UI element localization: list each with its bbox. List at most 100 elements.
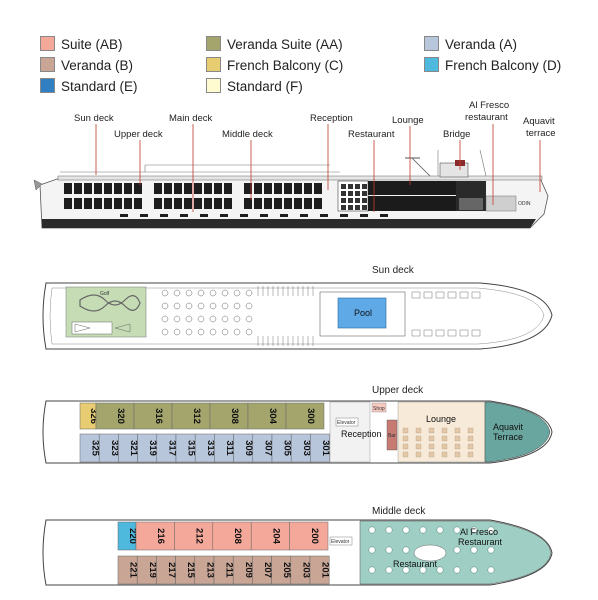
label-al-fresco-1: Al Fresco xyxy=(469,100,509,111)
profile-window xyxy=(314,183,322,194)
restaurant-table xyxy=(385,566,393,574)
lounge-chair xyxy=(467,451,474,458)
profile-porthole xyxy=(200,214,208,217)
label-middle-deck: Middle deck xyxy=(222,129,273,140)
sun-table xyxy=(185,328,193,336)
lounge-chair xyxy=(402,435,409,442)
sun-table xyxy=(209,315,217,323)
profile-glass-pane xyxy=(348,191,353,196)
sun-deck-loungers xyxy=(411,291,481,337)
legend-item-french-balcony-d: French Balcony (D) xyxy=(424,57,561,75)
restaurant-table xyxy=(453,546,461,554)
lounge-chair xyxy=(454,451,461,458)
legend-label: Veranda (A) xyxy=(445,37,518,52)
sun-table xyxy=(209,328,217,336)
label-sun-deck: Sun deck xyxy=(74,113,114,124)
legend-swatch xyxy=(206,78,221,93)
lounge-chair xyxy=(428,435,435,442)
legend-item-veranda-a: Veranda (A) xyxy=(424,36,517,54)
restaurant-table xyxy=(453,566,461,574)
profile-window xyxy=(284,183,292,194)
lounge-chairs xyxy=(402,427,474,458)
sun-lounger xyxy=(435,329,445,337)
restaurant-table xyxy=(419,566,427,574)
legend-label: Suite (AB) xyxy=(61,37,123,52)
cabin xyxy=(171,402,211,430)
sun-table xyxy=(221,302,229,310)
profile-upper-windows xyxy=(64,183,322,194)
cabin-number: 305 xyxy=(282,440,293,457)
profile-glass-grid xyxy=(341,184,367,210)
lounge-chair xyxy=(467,427,474,434)
profile-window xyxy=(284,198,292,209)
profile-window xyxy=(74,198,82,209)
restaurant-table xyxy=(402,526,410,534)
legend: Suite (AB) Veranda Suite (AA) Veranda (A… xyxy=(40,36,580,102)
label-main-deck: Main deck xyxy=(169,113,213,124)
cabin-number: 308 xyxy=(229,408,240,424)
cabin-number: 219 xyxy=(147,562,158,578)
cabin-number: 201 xyxy=(320,562,331,579)
restaurant-table xyxy=(402,546,410,554)
profile-window xyxy=(104,198,112,209)
legend-item-standard-f: Standard (F) xyxy=(206,78,303,96)
cabin-number: 203 xyxy=(300,562,311,578)
profile-porthole xyxy=(260,214,268,217)
cabin-number: 309 xyxy=(243,440,254,456)
sun-table xyxy=(209,302,217,310)
cabin xyxy=(174,521,214,551)
cabin-number: 208 xyxy=(232,528,243,544)
legend-item-veranda-suite-aa: Veranda Suite (AA) xyxy=(206,36,343,54)
cabin-number: 313 xyxy=(205,440,216,456)
restaurant-table xyxy=(402,566,410,574)
cabin xyxy=(285,402,325,430)
profile-window xyxy=(124,183,132,194)
cabin xyxy=(247,402,287,430)
upper-reception-label: Reception xyxy=(341,429,382,439)
sun-table xyxy=(185,289,193,297)
sun-table xyxy=(221,315,229,323)
restaurant-table xyxy=(419,526,427,534)
lounge-chair xyxy=(415,443,422,450)
profile-glass-pane xyxy=(348,184,353,189)
legend-swatch xyxy=(206,36,221,51)
profile-window xyxy=(174,198,182,209)
sun-lounger xyxy=(447,329,457,337)
legend-swatch xyxy=(40,78,55,93)
cabin-number: 217 xyxy=(166,562,177,578)
lounge-chair xyxy=(467,435,474,442)
profile-porthole xyxy=(280,214,288,217)
sun-lounger xyxy=(459,329,469,337)
lounge-chair xyxy=(454,435,461,442)
restaurant-table xyxy=(487,566,495,574)
profile-window xyxy=(134,183,142,194)
profile-window xyxy=(224,198,232,209)
profile-window xyxy=(114,183,122,194)
profile-window xyxy=(74,183,82,194)
legend-item-suite-ab: Suite (AB) xyxy=(40,36,123,54)
label-aquavit-1: Aquavit xyxy=(523,116,555,127)
restaurant-table xyxy=(453,526,461,534)
profile-glass-pane xyxy=(362,198,367,203)
profile-window xyxy=(164,183,172,194)
cabin-number: 320 xyxy=(115,408,126,424)
sun-table xyxy=(197,302,205,310)
legend-label: Veranda Suite (AA) xyxy=(227,37,343,52)
profile-glass-pane xyxy=(362,191,367,196)
sun-table xyxy=(233,328,241,336)
upper-lounge-label: Lounge xyxy=(426,414,456,424)
lounge-chair xyxy=(441,451,448,458)
ship-profile: ODIN Sun deck Upper deck Main deck Middl… xyxy=(33,100,556,229)
profile-glass-pane xyxy=(341,198,346,203)
pool-label: Pool xyxy=(354,308,372,318)
sun-table xyxy=(233,315,241,323)
lounge-chair xyxy=(454,427,461,434)
lounge-chair xyxy=(441,435,448,442)
legend-label: French Balcony (C) xyxy=(227,58,344,73)
upper-bar-label: Bar xyxy=(388,433,396,439)
profile-glass-pane xyxy=(355,205,360,210)
profile-window xyxy=(184,183,192,194)
